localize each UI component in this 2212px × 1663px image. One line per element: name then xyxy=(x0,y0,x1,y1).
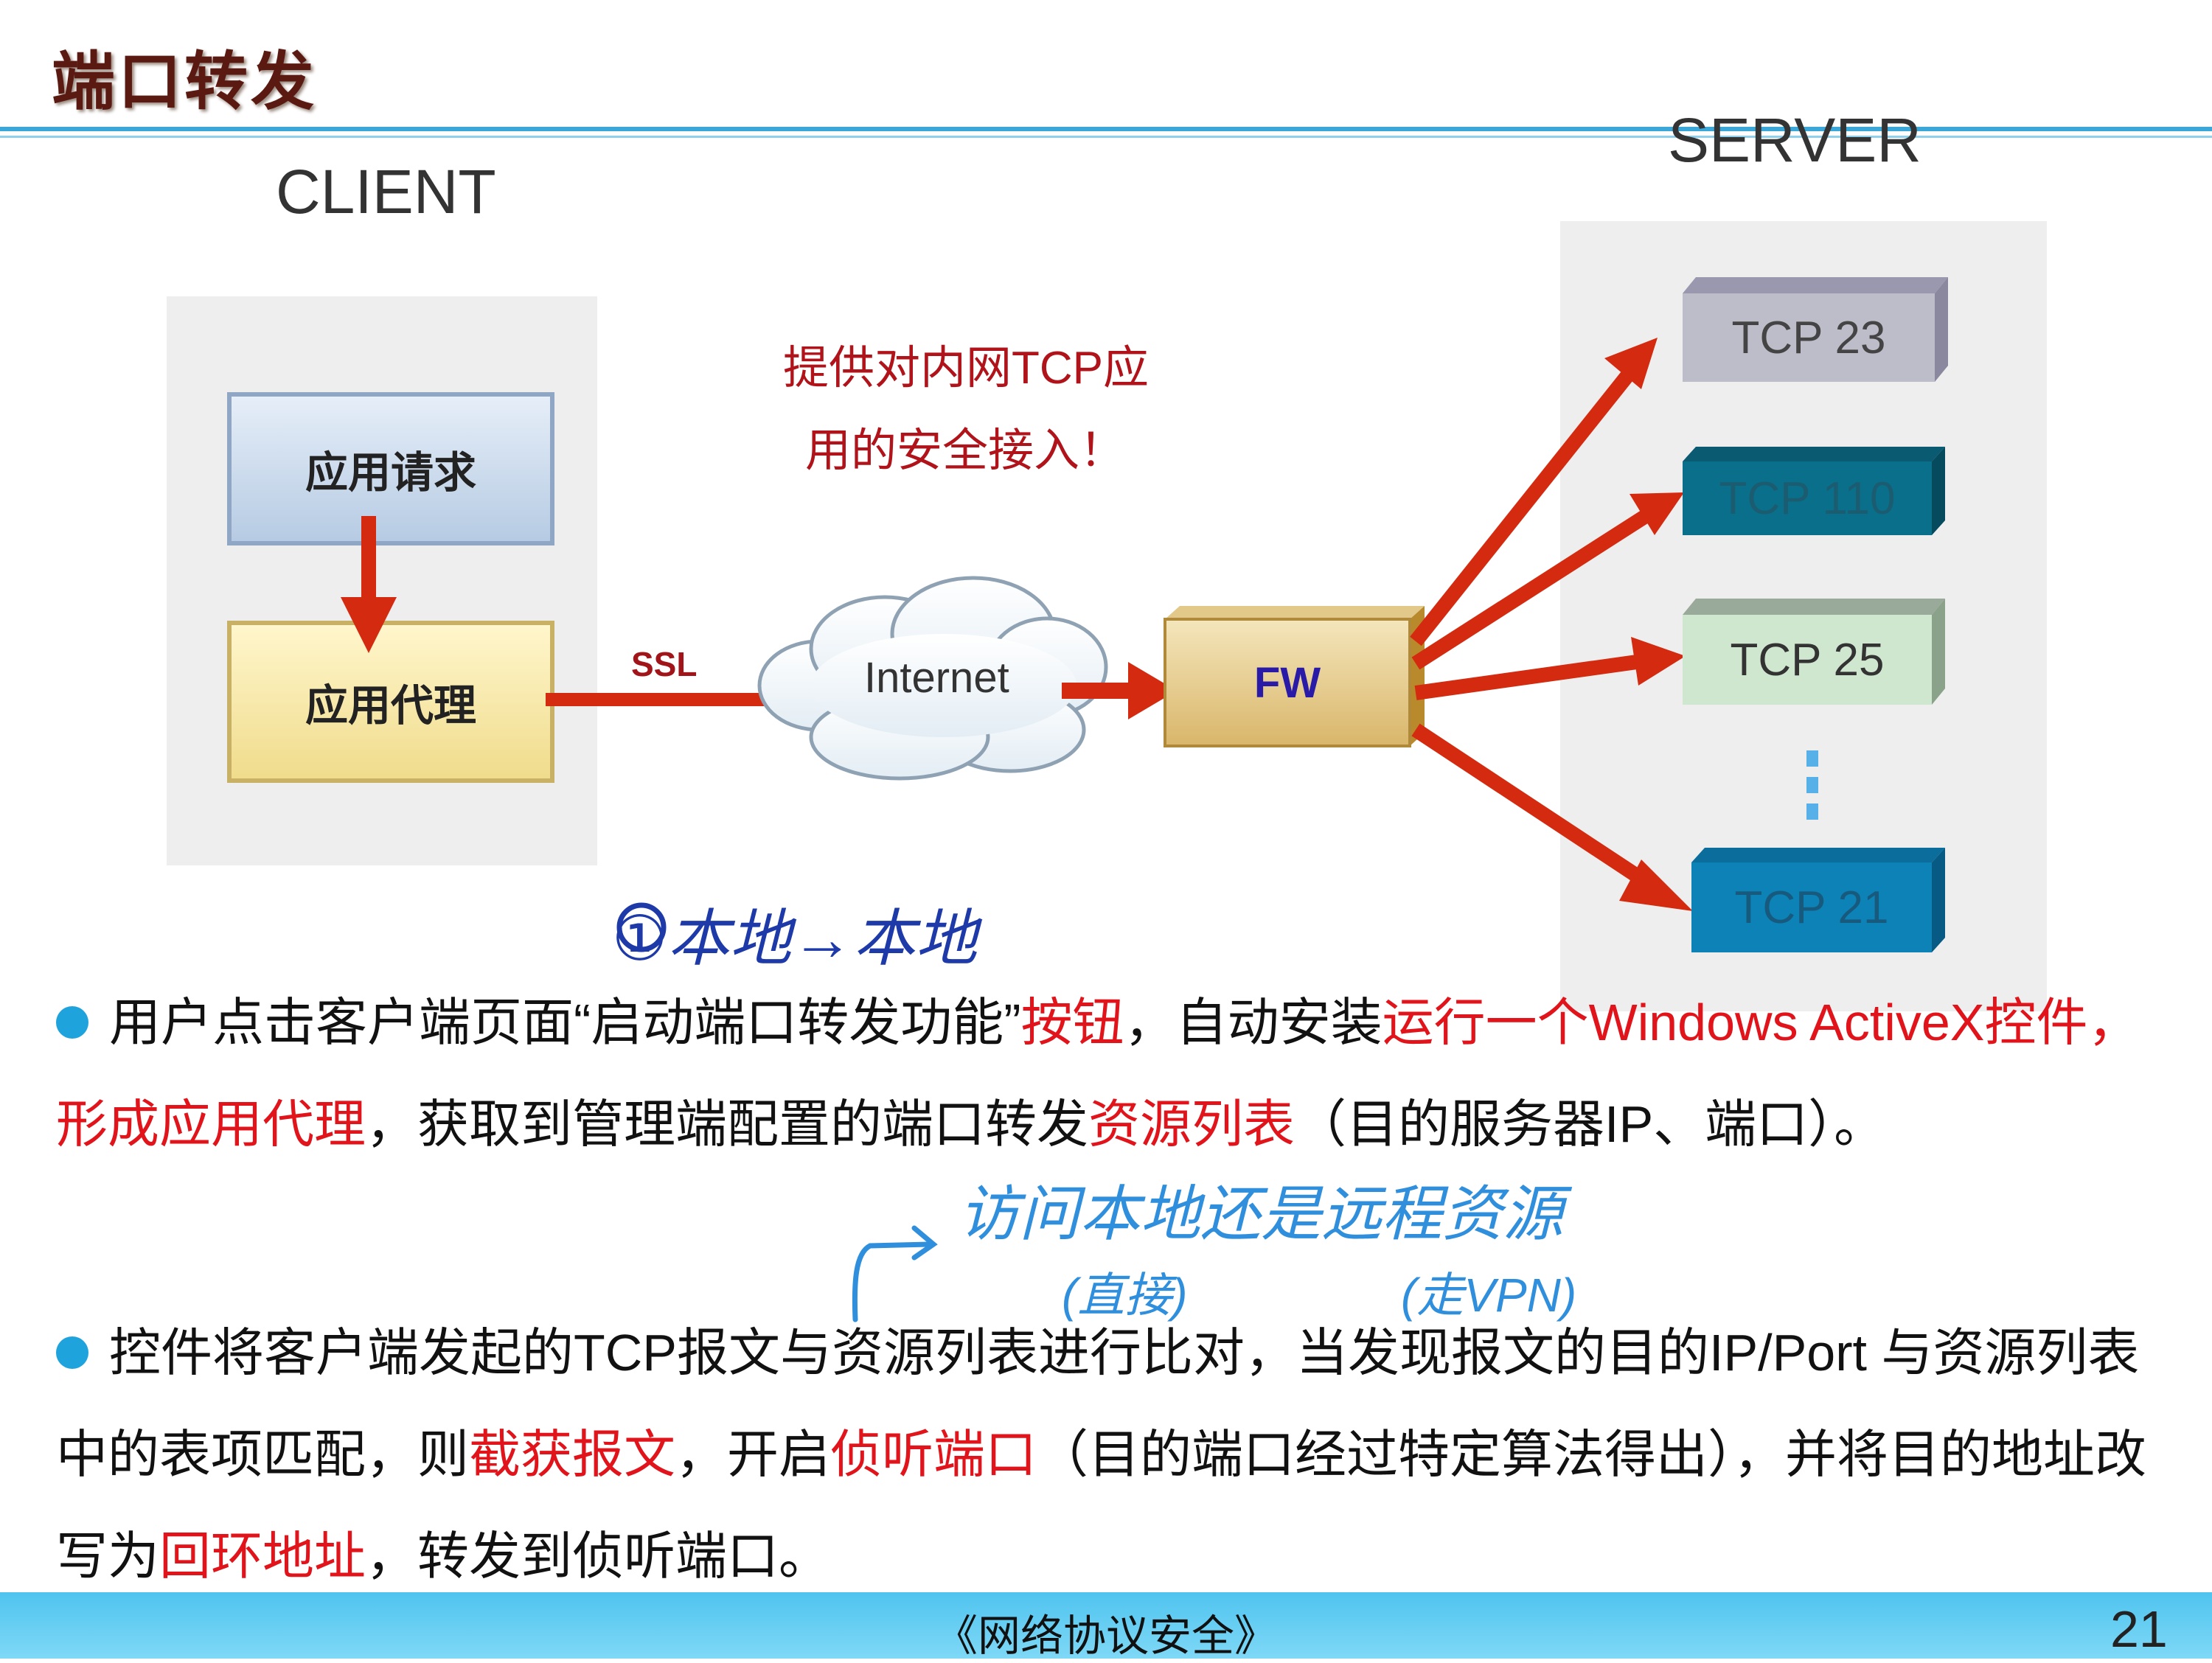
tcp-21-box xyxy=(1691,848,1945,952)
tcp-110-box xyxy=(1683,447,1945,535)
line-proxy-to-internet xyxy=(546,693,771,706)
note-line-1: 提供对内网TCP应 xyxy=(783,343,1150,394)
bullet-1-text-c: ，自动安装 xyxy=(1124,994,1382,1051)
bullet-2-text-f: 回环地址 xyxy=(159,1527,366,1585)
header-divider-thin xyxy=(0,136,2212,138)
internet-label: Internet xyxy=(864,654,1009,702)
handwriting-note-mid: 访问本地还是远程资源 xyxy=(959,1181,1563,1248)
ellipsis-dots xyxy=(1806,750,1818,820)
handwriting-bracket-arrow xyxy=(852,1225,938,1322)
bullet-2-text-c: ，开启 xyxy=(675,1426,830,1483)
handwriting-top-strokes xyxy=(616,902,667,952)
note-line-2: 用的安全接入！ xyxy=(805,425,1126,476)
bullet-1-text-b: 按钮 xyxy=(1020,994,1124,1051)
internet-cloud-icon xyxy=(757,576,1108,781)
bullet-dot xyxy=(56,1336,88,1369)
handwriting-note-vpn: (走VPN) xyxy=(1401,1269,1577,1322)
bullet-1-text-d: 运行一个Windows ActiveX控件，形成应用代理 xyxy=(56,994,2140,1153)
app-request-box: 应用请求 xyxy=(227,392,554,545)
client-label: CLIENT xyxy=(276,157,496,226)
arrow-request-to-proxy xyxy=(341,516,397,653)
fw-to-servers-arrows xyxy=(1410,368,1650,888)
bullet-1-text-g: （目的服务器IP、端口）。 xyxy=(1295,1095,1886,1153)
bullet-1: 用户点击客户端页面“启动端口转发功能”按钮，自动安装运行一个Windows Ac… xyxy=(56,972,2157,1175)
app-proxy-box: 应用代理 xyxy=(227,621,554,783)
tcp-23-box xyxy=(1683,277,1948,382)
fw-to-servers-arrowheads xyxy=(1604,338,1693,911)
tcp-110-label: TCP 110 xyxy=(1719,473,1896,524)
bullet-2-text-d: 侦听端口 xyxy=(830,1426,1037,1483)
bullet-1-text-f: 资源列表 xyxy=(1088,1095,1295,1153)
handwriting-note-direct: (直接) xyxy=(1062,1269,1188,1322)
tcp-21-label: TCP 21 xyxy=(1734,882,1889,933)
page-number: 21 xyxy=(2110,1600,2168,1658)
bullet-2-text-g: ，转发到侦听端口。 xyxy=(366,1527,830,1585)
footer-bar xyxy=(0,1592,2212,1659)
bullet-2: 控件将客户端发起的TCP报文与资源列表进行比对，当发现报文的目的IP/Port … xyxy=(56,1302,2157,1607)
bullet-1-text-a: 用户点击客户端页面“启动端口转发功能” xyxy=(109,994,1021,1051)
bullet-2-text-a: 控件将客户端发起的TCP报文与资源列表进行比对，当发现报文的目的IP/Port … xyxy=(56,1324,2140,1483)
handwriting-note-top: ①本地→本地 xyxy=(612,904,978,973)
bullet-2-text-e: （目的端口经过特定算法得出），并将目的地址改写为 xyxy=(56,1426,2146,1585)
slide-title: 端口转发 xyxy=(52,44,317,119)
header-divider xyxy=(0,127,2212,131)
bullet-2-text-b: 截获报文 xyxy=(469,1426,675,1483)
fw-label: FW xyxy=(1253,658,1321,707)
ssl-label: SSL xyxy=(631,645,698,683)
footer-course-title: 《网络协议安全》 xyxy=(934,1612,1277,1660)
tcp-25-box xyxy=(1683,599,1945,705)
server-label: SERVER xyxy=(1668,105,1921,175)
bullet-dot xyxy=(56,1005,88,1039)
arrow-internet-to-fw xyxy=(1062,662,1177,719)
tcp-23-label: TCP 23 xyxy=(1731,312,1886,363)
bullet-1-text-e: ，获取到管理端配置的端口转发 xyxy=(366,1095,1088,1153)
fw-box xyxy=(1164,606,1425,747)
tcp-25-label: TCP 25 xyxy=(1730,634,1885,686)
